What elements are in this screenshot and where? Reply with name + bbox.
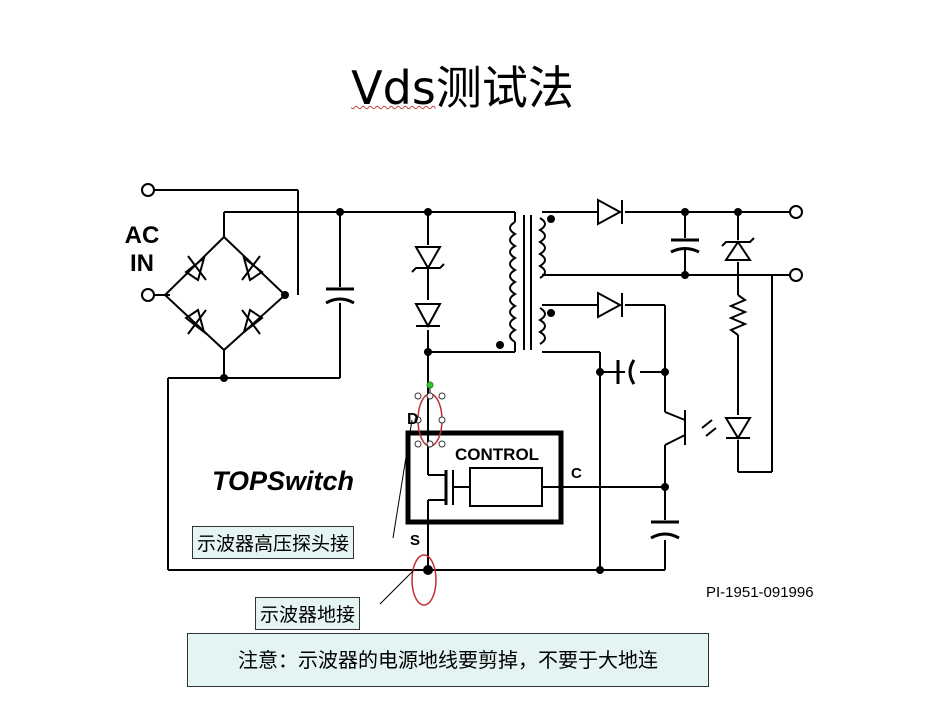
- junction-dots: [220, 208, 742, 575]
- pin-c-label: C: [571, 465, 582, 482]
- part-number-label: PI-1951-091996: [706, 584, 814, 601]
- slide-title: Vds测试法: [0, 52, 925, 118]
- topswitch-ic: [405, 430, 564, 525]
- callout-lines: [379, 419, 415, 605]
- transformer: [509, 217, 546, 345]
- ground-connection-note: 示波器地接: [255, 597, 361, 630]
- clamp-diodes: [411, 246, 445, 329]
- wires: [154, 189, 792, 571]
- output-components: [616, 237, 755, 540]
- selection-handles: [411, 381, 446, 606]
- topswitch-label: TOPSwitch: [212, 466, 354, 496]
- title-rest: 测试法: [435, 61, 574, 115]
- output-diodes: [597, 198, 623, 319]
- ac-label: AC: [125, 222, 160, 249]
- bulk-capacitor-symbol: [325, 287, 355, 305]
- bridge-diodes: [184, 255, 264, 335]
- in-label: IN: [130, 250, 154, 277]
- warning-note: 注意：示波器的电源地线要剪掉，不要于大地连: [187, 633, 709, 687]
- pin-d-label: D: [407, 411, 419, 428]
- terminals: [141, 183, 803, 302]
- title-prefix: Vds: [351, 61, 436, 115]
- control-label: CONTROL: [455, 445, 539, 464]
- probe-connection-note: 示波器高压探头接: [192, 526, 355, 559]
- pin-s-label: S: [410, 532, 420, 549]
